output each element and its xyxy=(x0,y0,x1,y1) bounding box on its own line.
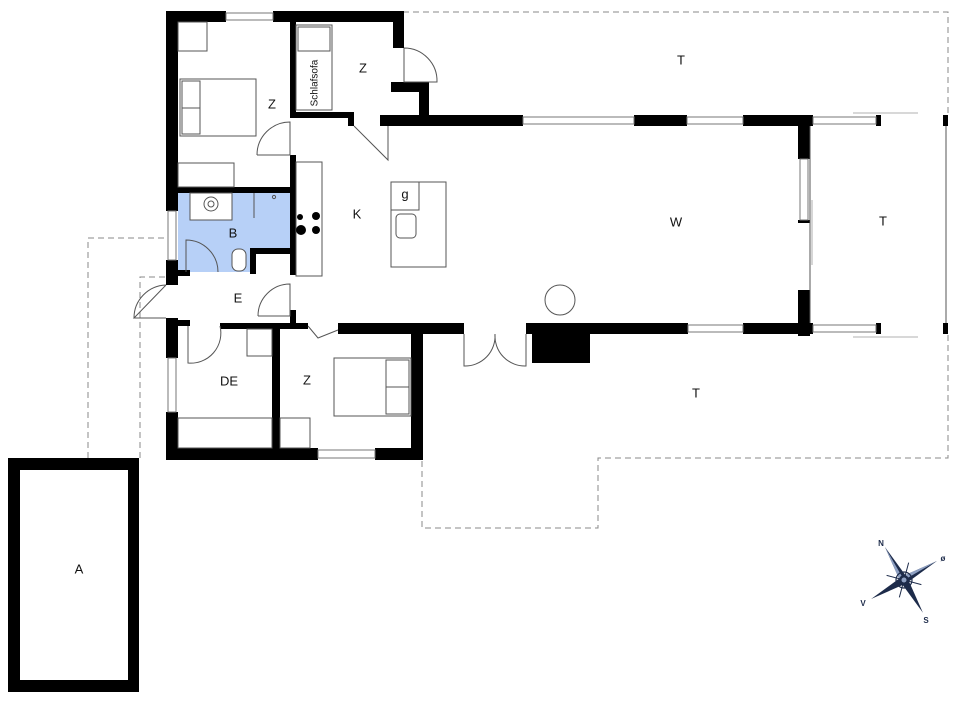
windows xyxy=(167,12,947,459)
room-label-terrace-north: T xyxy=(677,52,685,67)
room-label-kitchen: K xyxy=(353,206,362,221)
compass-south-label: S xyxy=(923,616,929,625)
room-label-living: W xyxy=(670,214,683,229)
compass-north-label: N xyxy=(878,539,884,548)
room-label-annex: A xyxy=(75,561,84,576)
room-label-entrance: E xyxy=(234,290,243,305)
terrace-outlines xyxy=(87,11,949,529)
doors xyxy=(132,47,527,367)
compass-icon xyxy=(871,547,937,613)
room-label-bedroom-nw: Z xyxy=(268,96,276,111)
compass-rose: N ø S V xyxy=(860,539,946,625)
sofa-bed-label: Schlafsofa xyxy=(310,59,321,106)
room-label-bedroom-n: Z xyxy=(359,60,367,75)
compass-east-label: ø xyxy=(941,554,946,563)
room-label-de: DE xyxy=(220,373,238,388)
room-label-bathroom: B xyxy=(229,225,238,240)
room-label-terrace-south: T xyxy=(692,385,700,400)
walls xyxy=(166,11,948,460)
room-label-terrace-east: T xyxy=(879,213,887,228)
room-label-bedroom-s: Z xyxy=(303,372,311,387)
compass-west-label: V xyxy=(860,599,866,608)
room-labels: Z Z Schlafsofa B K g E DE Z W T T T A xyxy=(75,52,887,576)
island-label-g: g xyxy=(401,186,408,201)
annex-building xyxy=(8,458,139,692)
furniture xyxy=(177,21,576,449)
